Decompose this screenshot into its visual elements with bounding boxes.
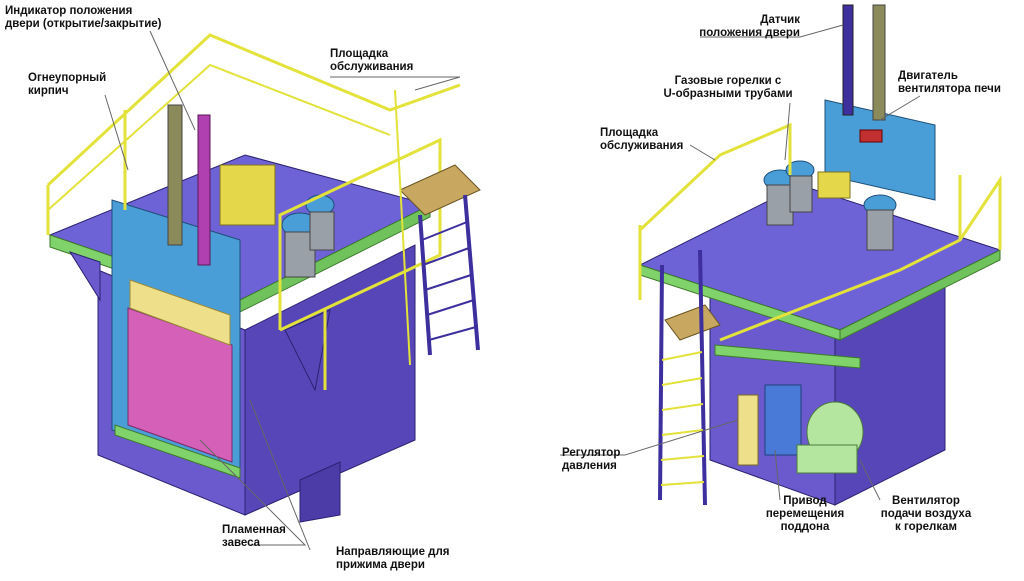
- left-furnace-body-side: [244, 244, 416, 516]
- label-door-clamp-guides-line-1: Направляющие для: [336, 546, 450, 558]
- left-refractory-arch: [129, 279, 231, 346]
- label-flame-curtain: Пламенная завеса: [222, 524, 286, 550]
- label-pressure-regulator-line-1: Регулятор: [562, 447, 621, 459]
- left-flame-curtain-tray: [114, 424, 241, 479]
- label-door-position-sensor: Датчик положения двери: [680, 14, 800, 40]
- label-tray-drive-line-1: Привод: [783, 495, 827, 507]
- leader-service-platform-left: [330, 76, 461, 91]
- leader-refractory-brick: [104, 94, 129, 171]
- label-door-position-indicator-line-1: Индикатор положения: [5, 5, 133, 17]
- label-flame-curtain-line-1: Пламенная: [222, 524, 286, 536]
- label-air-fan-line-3: к горелкам: [895, 521, 957, 533]
- left-door-cylinder: [167, 104, 183, 246]
- label-door-position-indicator: Индикатор положения двери (открытие/закр…: [5, 5, 162, 31]
- label-air-fan-line-1: Вентилятор: [892, 495, 960, 507]
- left-railing-top: [46, 33, 461, 187]
- left-ladder-platform: [399, 164, 481, 216]
- label-door-position-indicator-line-2: двери (открытие/закрытие): [5, 18, 162, 30]
- label-fan-motor-line-2: вентилятора печи: [898, 83, 1001, 95]
- left-furnace-leg: [299, 461, 341, 523]
- label-service-platform-right: Площадка обслуживания: [600, 127, 683, 153]
- right-sensor-column-1: [842, 4, 854, 116]
- label-door-clamp-guides-line-2: прижима двери: [336, 559, 425, 571]
- leader-pressure-regulator: [560, 419, 739, 456]
- left-railing-mid: [47, 63, 391, 211]
- right-railing-left: [638, 122, 792, 232]
- leader-service-platform-right: [689, 144, 716, 161]
- leader-flame-curtain: [199, 439, 307, 546]
- label-gas-burners: Газовые горелки с U-образными трубами: [658, 75, 798, 101]
- leader-lines: [104, 24, 921, 551]
- left-ladder-rail-2: [463, 194, 480, 351]
- label-air-fan: Вентилятор подачи воздуха к горелкам: [866, 495, 986, 534]
- leader-door-position-indicator: [149, 30, 196, 131]
- label-service-platform-left: Площадка обслуживания: [330, 48, 413, 74]
- label-door-clamp-guides: Направляющие для прижима двери: [336, 546, 450, 572]
- right-ladder-rail-1: [658, 264, 664, 501]
- right-burner-body-1: [766, 184, 794, 226]
- right-sensor-column-2: [872, 4, 886, 121]
- right-ladder-platform: [664, 304, 721, 341]
- leader-tray-drive: [774, 449, 781, 501]
- right-support-beam: [714, 344, 861, 369]
- label-fan-motor: Двигатель вентилятора печи: [898, 70, 1001, 96]
- left-door-guide-column: [197, 114, 211, 266]
- right-fan-motor-housing: [824, 99, 936, 201]
- right-fan-motor-label-plate: [859, 129, 883, 143]
- label-tray-drive: Привод перемещения поддона: [760, 495, 850, 534]
- label-refractory-brick-line-1: Огнеупорный: [28, 72, 107, 84]
- label-pressure-regulator: Регулятор давления: [562, 447, 620, 473]
- right-platform-slab: [638, 184, 1002, 331]
- left-furnace: [46, 33, 481, 523]
- label-door-position-sensor-line-2: положения двери: [699, 27, 800, 39]
- left-burner-body-2: [309, 211, 335, 251]
- left-railing-right: [278, 137, 442, 332]
- label-tray-drive-line-2: перемещения: [765, 508, 845, 520]
- leader-door-position-sensor: [700, 24, 844, 38]
- right-ladder-rungs: [660, 351, 705, 486]
- right-air-fan-base: [796, 444, 858, 474]
- left-platform-bracket-2: [284, 309, 331, 392]
- label-service-platform-left-line-2: обслуживания: [330, 61, 414, 73]
- right-ladder-rail-2: [698, 249, 707, 506]
- right-platform-edge-side: [839, 249, 1001, 341]
- label-tray-drive-line-3: поддона: [780, 521, 830, 533]
- leader-door-clamp-guides: [249, 399, 311, 551]
- right-burner-body-2: [789, 175, 813, 213]
- right-furnace: [638, 4, 1002, 506]
- left-ladder-rail-1: [418, 214, 432, 356]
- label-gas-burners-line-2: U-образными трубами: [663, 88, 793, 100]
- label-fan-motor-line-1: Двигатель: [898, 70, 958, 82]
- left-ladder-rungs: [421, 221, 477, 341]
- left-platform-bracket: [68, 251, 101, 302]
- leader-air-fan: [859, 459, 881, 501]
- right-tray-drive: [764, 384, 802, 456]
- leader-fan-motor: [879, 95, 921, 121]
- left-ladder-handrail: [394, 89, 411, 366]
- label-refractory-brick: Огнеупорный кирпич: [28, 72, 106, 98]
- right-pressure-regulator: [737, 394, 759, 466]
- right-yellow-box: [817, 171, 851, 199]
- label-service-platform-right-line-1: Площадка: [600, 127, 659, 139]
- right-burner-body-3: [866, 209, 894, 251]
- left-fan-motor-box: [219, 164, 276, 226]
- label-refractory-brick-line-2: кирпич: [28, 85, 69, 97]
- label-service-platform-left-line-1: Площадка: [330, 48, 389, 60]
- leader-gas-burners: [784, 102, 791, 161]
- label-service-platform-right-line-2: обслуживания: [600, 140, 684, 152]
- label-pressure-regulator-line-2: давления: [562, 460, 617, 472]
- label-flame-curtain-line-2: завеса: [222, 537, 261, 549]
- label-door-position-sensor-line-1: Датчик: [760, 14, 800, 26]
- label-gas-burners-line-1: Газовые горелки с: [674, 75, 782, 87]
- label-air-fan-line-2: подачи воздуха: [880, 508, 972, 520]
